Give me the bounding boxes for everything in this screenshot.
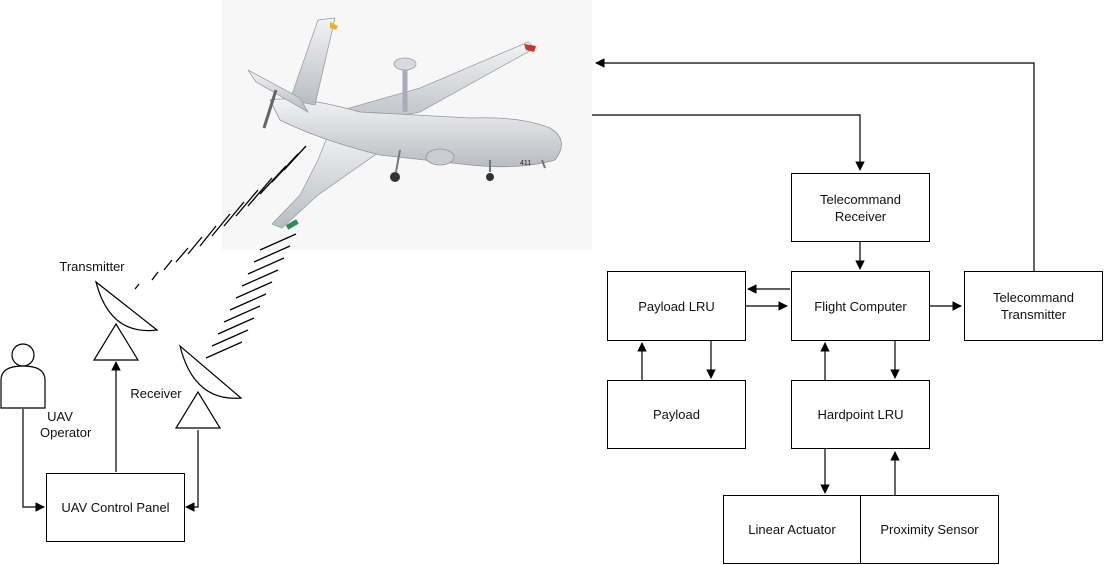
uav-drone-image: 411: [222, 0, 592, 250]
ground-connectors: [22, 361, 199, 512]
operator-label: UAV Operator: [40, 409, 92, 440]
transmitter-label: Transmitter: [59, 259, 125, 274]
receiver-dish-icon: [174, 344, 243, 429]
telecommand-transmitter-box: Telecommand Transmitter: [964, 271, 1103, 341]
operator-person-icon: [0, 343, 46, 409]
hardpoint-lru-box: Hardpoint LRU: [791, 380, 930, 449]
downlink-radio-waves: [205, 233, 297, 359]
payload-box: Payload: [607, 380, 746, 449]
transmitter-dish-icon: [92, 280, 159, 361]
flight-computer-box: Flight Computer: [791, 271, 930, 341]
receiver-label: Receiver: [130, 386, 182, 401]
uplink-radio-waves: [134, 145, 307, 290]
payload-lru-box: Payload LRU: [607, 271, 746, 341]
linear-actuator-box: Linear Actuator: [723, 495, 861, 564]
onboard-connectors: [592, 58, 1035, 495]
uav-control-panel-box: UAV Control Panel: [46, 473, 185, 542]
uav-tail-number: 411: [520, 160, 531, 167]
proximity-sensor-box: Proximity Sensor: [860, 495, 999, 564]
telecommand-receiver-box: Telecommand Receiver: [791, 173, 930, 242]
